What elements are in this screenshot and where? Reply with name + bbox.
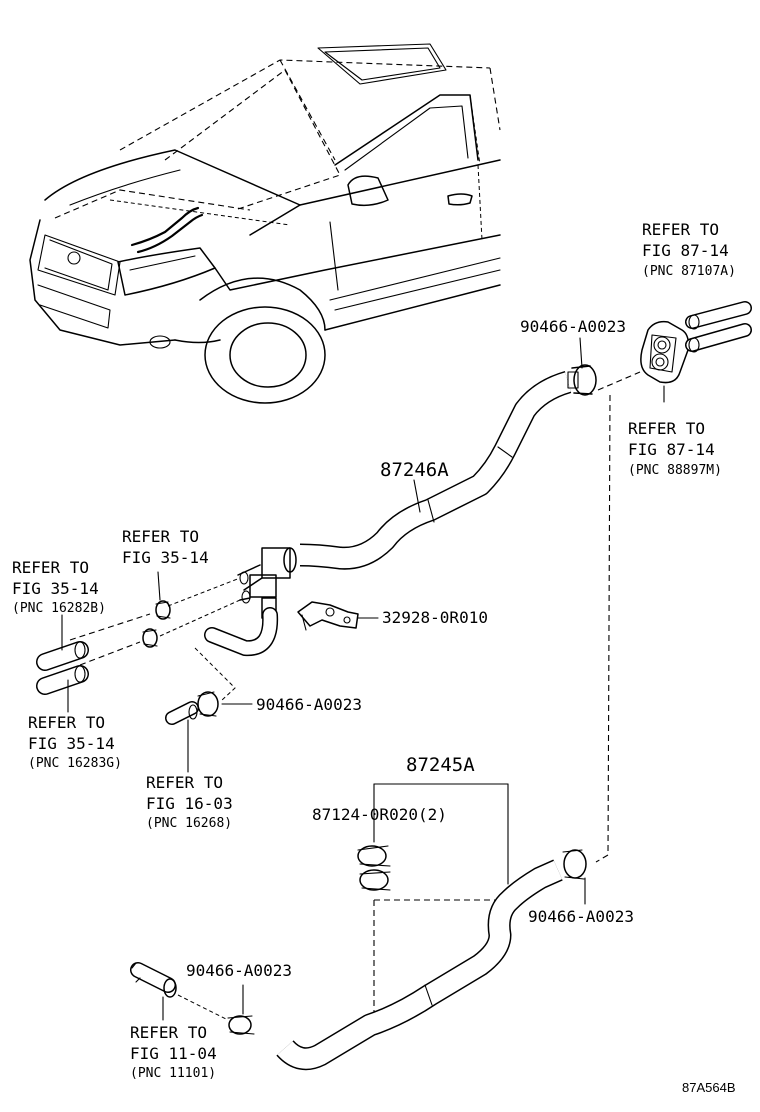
diagram-id: 87A564B [682, 1080, 736, 1095]
ref-16283g-line3: (PNC 16283G) [28, 756, 122, 771]
hose-clamp-icon [562, 849, 587, 880]
part-hose-upper: 87246A [380, 459, 449, 481]
ref-16282b-line2: FIG 35-14 [12, 579, 99, 598]
ref-87107a-line1: REFER TO [642, 220, 719, 239]
hose-clamp-icon [142, 600, 171, 648]
hose-clamp-icon [165, 691, 219, 725]
hose-icon [299, 370, 572, 570]
hose-icon [276, 859, 563, 1071]
ref-11101-line2: FIG 11-04 [130, 1044, 217, 1063]
hose-clamp-icon [567, 364, 597, 396]
water-valve-icon [237, 547, 297, 619]
grommet-icon [640, 320, 690, 384]
ref-16282b-line3: (PNC 16282B) [12, 601, 106, 616]
ref-35-top-line2: FIG 35-14 [122, 548, 209, 567]
ref-16268-line3: (PNC 16268) [146, 816, 232, 831]
part-clamp-set: 87124-0R020(2) [312, 805, 447, 824]
hose-clamp-icon [357, 845, 391, 891]
ref-88897m-line1: REFER TO [628, 419, 705, 438]
ref-16268-line1: REFER TO [146, 773, 223, 792]
ref-16268-line2: FIG 16-03 [146, 794, 233, 813]
ref-87107a-line3: (PNC 87107A) [642, 264, 736, 279]
ref-11101-line1: REFER TO [130, 1023, 207, 1042]
part-bracket: 32928-0R010 [382, 608, 488, 627]
ref-87107a-line2: FIG 87-14 [642, 241, 729, 260]
heater-pipes-icon [685, 301, 752, 353]
ref-16283g-line2: FIG 35-14 [28, 734, 115, 753]
hose-clamp-icon [227, 1015, 255, 1035]
heater-pipes-icon [36, 641, 89, 695]
bracket-icon [297, 601, 359, 631]
part-clamp-top: 90466-A0023 [520, 317, 626, 336]
part-hose-lower: 87245A [406, 754, 475, 776]
vehicle-outline-icon [29, 43, 501, 404]
ref-35-top-line1: REFER TO [122, 527, 199, 546]
ref-88897m-line2: FIG 87-14 [628, 440, 715, 459]
part-clamp-mid: 90466-A0023 [256, 695, 362, 714]
ref-11101-line3: (PNC 11101) [130, 1066, 216, 1081]
ref-16283g-line1: REFER TO [28, 713, 105, 732]
ref-16282b-line1: REFER TO [12, 558, 89, 577]
heater-pipes-icon [130, 962, 177, 998]
ref-88897m-line3: (PNC 88897M) [628, 463, 722, 478]
part-clamp-right: 90466-A0023 [528, 907, 634, 926]
part-clamp-bottom: 90466-A0023 [186, 961, 292, 980]
hose-icon [204, 607, 279, 657]
